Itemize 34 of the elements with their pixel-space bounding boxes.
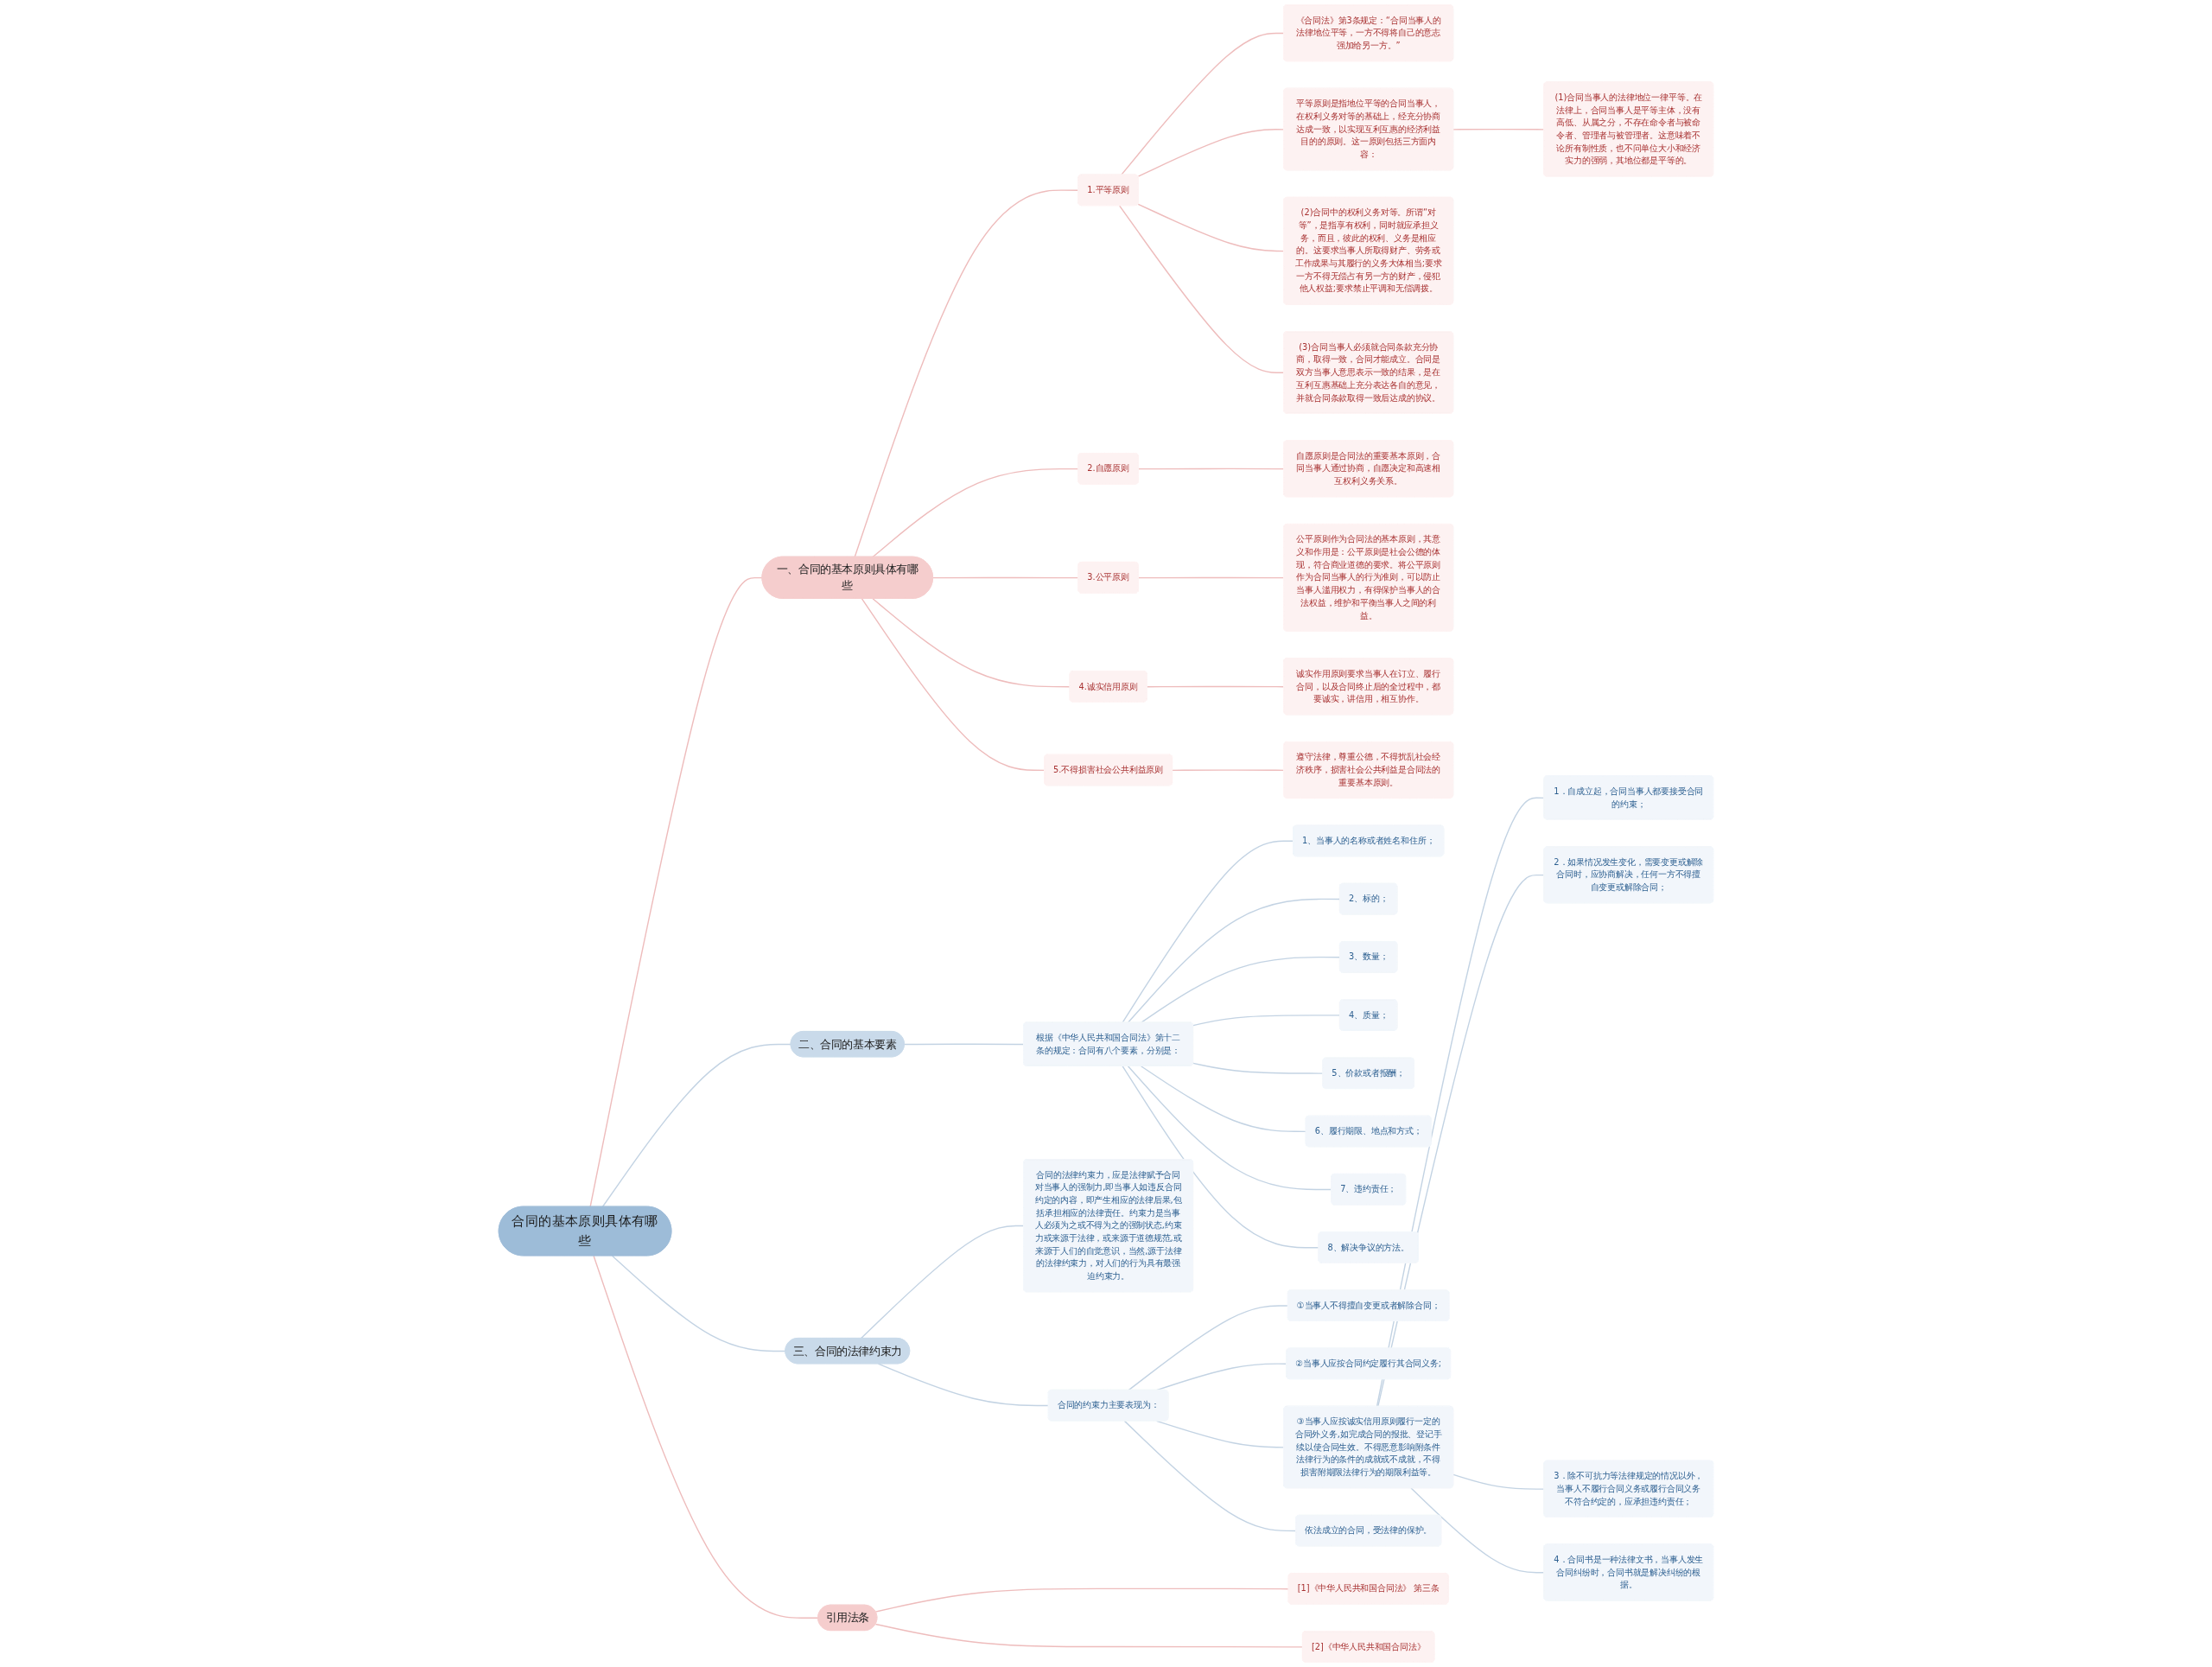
connector [932, 576, 1079, 579]
connector [872, 598, 1071, 688]
connector [1192, 1015, 1341, 1027]
connector [1138, 576, 1285, 579]
connector [1137, 203, 1285, 252]
connector [1172, 769, 1285, 772]
connector [1138, 468, 1285, 470]
connector [1452, 1473, 1545, 1490]
connector [1121, 32, 1285, 176]
connector [1137, 129, 1285, 177]
connector [601, 1043, 792, 1208]
connector [1122, 1066, 1319, 1249]
connector [1452, 128, 1545, 130]
connector [904, 1043, 1025, 1046]
connector [1128, 1305, 1289, 1391]
connector [1140, 1066, 1307, 1133]
connector [1127, 898, 1341, 1023]
connector [593, 1255, 819, 1619]
connector [1123, 1420, 1297, 1532]
connector [1146, 685, 1285, 688]
connector [1410, 1487, 1545, 1574]
connector [874, 1587, 1290, 1613]
connector [1127, 1066, 1332, 1191]
connector [1122, 840, 1294, 1023]
connector [877, 1363, 1050, 1407]
connector [860, 1225, 1025, 1339]
connector [1119, 205, 1285, 373]
connector [861, 598, 1046, 772]
connector [872, 468, 1079, 558]
connector [611, 1255, 786, 1352]
connector [589, 576, 763, 1208]
connector [854, 189, 1079, 558]
connector [1192, 1062, 1324, 1074]
connector [874, 1623, 1304, 1648]
